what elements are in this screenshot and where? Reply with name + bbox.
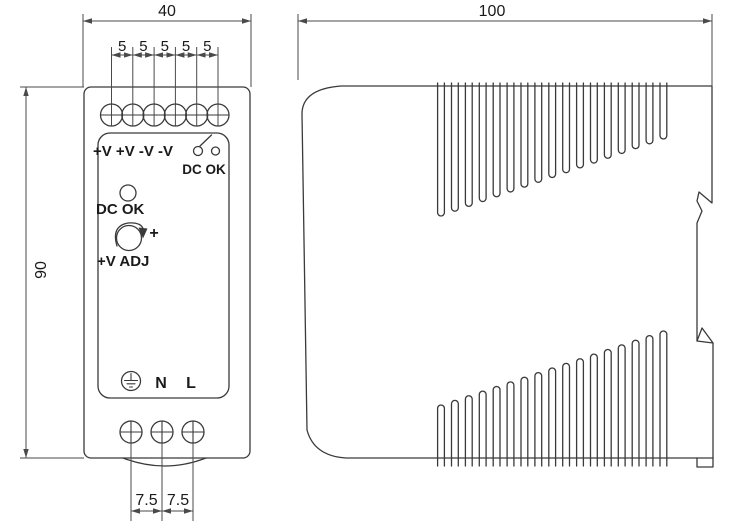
vent-slot [548, 367, 557, 467]
vent-slot [548, 82, 557, 179]
depth-dimension-label: 100 [479, 3, 506, 20]
bottom-terminal-row [119, 420, 205, 521]
pitch-dimension-label: 5 [182, 38, 190, 55]
vent-slot [478, 390, 487, 467]
height-dimension-label: 90 [33, 261, 50, 279]
neutral-terminal-label: N [155, 375, 167, 392]
vent-slot [534, 82, 543, 183]
pitch-dimension-label: 5 [161, 38, 169, 55]
vent-slot [617, 344, 626, 467]
vent-slot [436, 404, 446, 467]
width-dimension-label: 40 [158, 3, 176, 20]
contact-pole-icon [192, 145, 204, 157]
vent-slot [478, 82, 487, 203]
pitch-dimension-label: 5 [203, 38, 211, 55]
vent-slot [464, 82, 473, 207]
vent-slot [534, 372, 543, 467]
dc-ok-led-label: DC OK [96, 201, 145, 218]
dc-ok-contact-label: DC OK [182, 162, 226, 177]
din-clip-detail-line [696, 340, 714, 344]
vent-slot [631, 339, 640, 467]
vent-slot [631, 82, 640, 150]
rotation-arrowhead-icon [138, 227, 148, 239]
vent-slot [589, 82, 598, 164]
contact-lever-icon [199, 134, 213, 147]
line-terminal-label: L [186, 375, 196, 392]
vent-slot [506, 381, 515, 467]
vent-slot [562, 362, 571, 467]
din-clip-bottom-tab [696, 457, 714, 468]
bottom-pitch-label: 7.5 [135, 492, 157, 509]
vent-slot [450, 399, 459, 467]
vent-slot [506, 82, 515, 193]
contact-pole-icon [210, 146, 221, 156]
vent-slot [492, 82, 501, 198]
vent-slot [575, 358, 585, 467]
vadj-label: +V ADJ [97, 253, 149, 270]
vent-slot [659, 82, 668, 140]
vent-slot [450, 82, 459, 212]
output-terminals-label: +V +V -V -V [93, 143, 173, 160]
bottom-pitch-label: 7.5 [167, 492, 189, 509]
dc-ok-contact-icon [192, 134, 221, 157]
front-view: +V +V -V -V DC OK DC OK + +V ADJ N L [83, 47, 251, 521]
ground-symbol-icon [120, 370, 142, 392]
rotation-arrow-icon [114, 222, 145, 247]
vent-slot [575, 82, 585, 169]
vadj-plus-label: + [149, 225, 158, 242]
vent-slot [589, 353, 598, 467]
vent-slot [617, 82, 626, 155]
front-case-outline [83, 86, 251, 459]
potentiometer-knob-icon [115, 224, 143, 252]
front-panel-outline [97, 132, 230, 399]
pitch-dimension-label: 5 [139, 38, 147, 55]
vent-slot [603, 348, 612, 467]
vent-slot [659, 330, 668, 467]
side-dimensions: 100 [297, 3, 713, 86]
front-din-clip-arc [122, 457, 207, 467]
vent-slot [645, 335, 654, 467]
vadj-potentiometer-icon [114, 222, 148, 252]
top-vent-slots [436, 82, 668, 217]
vent-slot [562, 82, 571, 174]
top-terminal-row [99, 47, 230, 127]
vent-slot [464, 395, 473, 467]
bottom-vent-slots [436, 330, 668, 467]
pitch-dimension-label: 5 [118, 38, 126, 55]
vent-slot [520, 376, 529, 467]
dc-ok-led-icon [119, 184, 137, 202]
side-view [301, 82, 714, 468]
vent-slot [520, 82, 529, 188]
side-case-outline [301, 85, 714, 459]
vent-slot [492, 385, 501, 467]
vent-slot [645, 82, 654, 145]
vent-slot [603, 82, 612, 159]
vent-slot [436, 82, 446, 217]
